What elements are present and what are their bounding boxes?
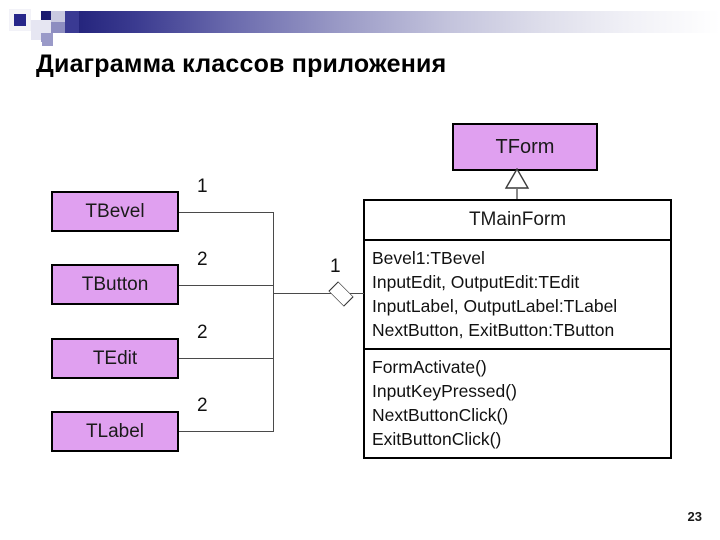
class-name-tmainform: TMainForm [365,201,670,241]
connector-trunk-vertical [273,212,274,432]
attribute-row: InputEdit, OutputEdit:TEdit [372,272,580,292]
class-box-tedit[interactable]: TEdit [51,338,179,379]
operation-row: ExitButtonClick() [372,429,502,449]
class-box-tmainform[interactable]: TMainForm Bevel1:TBevel InputEdit, Outpu… [363,199,672,459]
class-name-tbutton: TButton [81,273,149,295]
class-name-tbevel: TBevel [85,200,145,222]
page-title: Диаграмма классов приложения [36,50,447,78]
decor-square-accent [14,14,26,26]
class-name-tedit: TEdit [92,347,138,369]
attribute-row: Bevel1:TBevel [372,248,485,268]
decor-square-steel [51,22,65,33]
operations-compartment: FormActivate() InputKeyPressed() NextBut… [365,350,670,457]
connector-aggregation-line [273,293,333,294]
class-name-tform: TForm [495,135,555,158]
attribute-row: InputLabel, OutputLabel:TLabel [372,296,618,316]
operation-row: InputKeyPressed() [372,381,517,401]
generalization-arrow-icon [504,168,530,201]
connector-diamond-to-class [350,293,364,294]
decor-square-gap [30,42,42,52]
class-box-tlabel[interactable]: TLabel [51,411,179,452]
operation-row: NextButtonClick() [372,405,509,425]
multiplicity-tlabel: 2 [197,395,208,416]
connector-branch-tedit [179,358,274,359]
multiplicity-tbevel: 1 [197,176,208,197]
aggregation-diamond-icon [328,281,354,307]
decor-square-pale [51,11,65,22]
connector-branch-tbutton [179,285,274,286]
multiplicity-aggregation: 1 [330,256,341,277]
header-gradient-bar [41,11,720,33]
attribute-row: NextButton, ExitButton:TButton [372,320,615,340]
decor-square-navy [65,11,79,33]
connector-branch-tbevel [179,212,274,213]
operation-row: FormActivate() [372,357,487,377]
class-box-tbevel[interactable]: TBevel [51,191,179,232]
connector-branch-tlabel [179,431,274,432]
multiplicity-tbutton: 2 [197,249,208,270]
multiplicity-tedit: 2 [197,322,208,343]
page-number: 23 [687,509,702,524]
decor-square-white [31,11,41,20]
class-name-tlabel: TLabel [85,420,145,442]
decor-square-mid [41,33,53,46]
class-box-tform[interactable]: TForm [452,123,598,171]
class-box-tbutton[interactable]: TButton [51,264,179,305]
attributes-compartment: Bevel1:TBevel InputEdit, OutputEdit:TEdi… [365,241,670,350]
